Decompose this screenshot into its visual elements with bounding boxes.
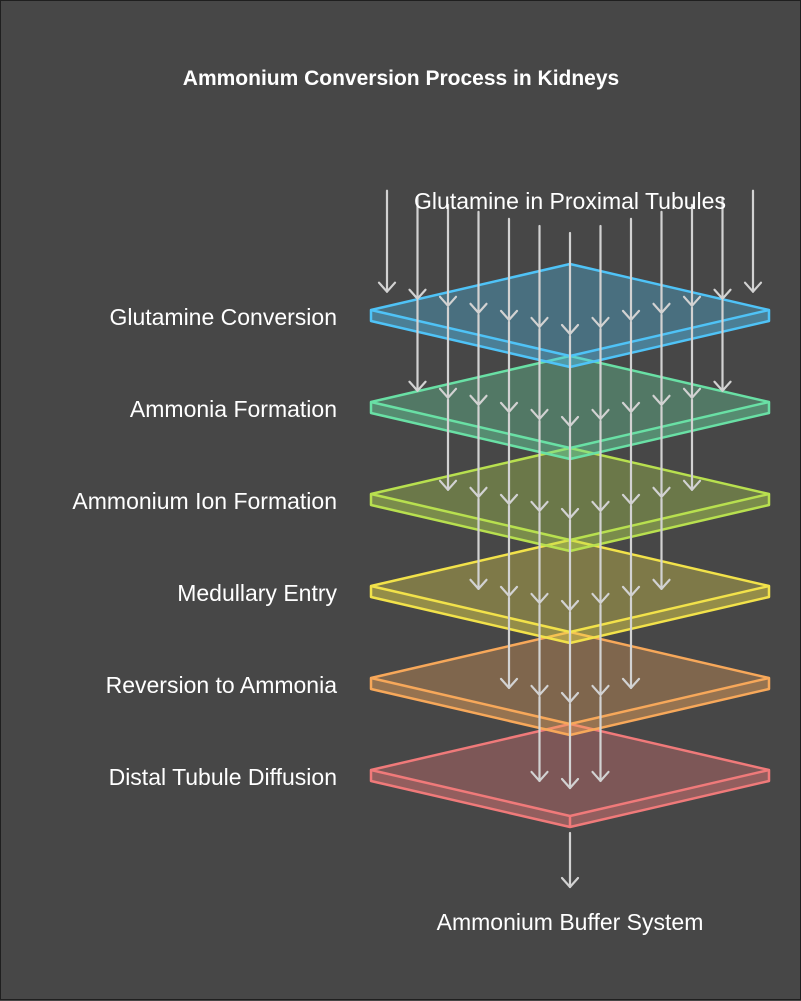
down-arrow (438, 398, 458, 491)
down-arrow (530, 511, 549, 605)
down-arrow (469, 210, 488, 314)
down-arrow (499, 596, 519, 689)
down-arrow (560, 231, 580, 336)
layer-left-side (371, 770, 570, 827)
down-arrow (438, 203, 458, 307)
down-arrow (591, 603, 610, 697)
layer-label-reversion-to-ammonia: Reversion to Ammonia (106, 672, 338, 698)
layer-right-side (570, 678, 769, 735)
down-arrow (652, 405, 671, 498)
down-arrow (591, 224, 610, 329)
down-arrow (591, 511, 610, 605)
down-arrow (499, 412, 519, 505)
down-arrow (591, 695, 610, 783)
layer-right-side (570, 310, 769, 367)
layer-label-glutamine-conversion: Glutamine Conversion (109, 304, 337, 330)
input-label: Glutamine in Proximal Tubules (414, 188, 726, 214)
layer-label-distal-tubule-diffusion: Distal Tubule Diffusion (109, 764, 337, 790)
down-arrow (499, 504, 519, 597)
arrows-group (377, 189, 763, 889)
down-arrow (682, 306, 702, 399)
down-arrow (652, 497, 671, 590)
down-arrow (408, 299, 427, 392)
down-arrow (560, 426, 580, 520)
down-arrow (469, 313, 488, 406)
down-arrow (530, 224, 549, 329)
down-arrow (560, 702, 580, 790)
down-arrow (469, 405, 488, 498)
down-arrow (591, 419, 610, 513)
down-arrow (530, 327, 549, 421)
down-arrow (713, 196, 732, 300)
layer-right-side (570, 770, 769, 827)
down-arrow (621, 320, 641, 413)
down-arrow (560, 831, 580, 889)
down-arrow (621, 412, 641, 505)
diagram-title: Ammonium Conversion Process in Kidneys (183, 67, 619, 90)
down-arrow (621, 504, 641, 597)
down-arrow (530, 419, 549, 513)
layer-left-side (371, 494, 570, 551)
down-arrow (560, 518, 580, 612)
down-arrow (652, 210, 671, 314)
down-arrow (530, 695, 549, 783)
down-arrow (591, 327, 610, 421)
down-arrow (530, 603, 549, 697)
down-arrow (713, 299, 732, 392)
down-arrow (377, 189, 397, 293)
output-label: Ammonium Buffer System (437, 909, 704, 935)
down-arrow (438, 306, 458, 399)
layer-label-medullary-entry: Medullary Entry (177, 580, 337, 606)
layer-left-side (371, 402, 570, 459)
layer-label-ammonium-ion-formation: Ammonium Ion Formation (72, 488, 337, 514)
layer-label-ammonia-formation: Ammonia Formation (130, 396, 337, 422)
down-arrow (469, 497, 488, 590)
down-arrow (560, 334, 580, 428)
down-arrow (499, 320, 519, 413)
down-arrow (621, 217, 641, 321)
down-arrow (652, 313, 671, 406)
layer-outline (369, 722, 771, 829)
down-arrow (560, 610, 580, 704)
down-arrow (743, 189, 763, 293)
layer-right-side (570, 586, 769, 643)
down-arrow (499, 217, 519, 321)
layer-left-side (371, 310, 570, 367)
layer-right-side (570, 494, 769, 551)
layer-left-side (371, 678, 570, 735)
layer-right-side (570, 402, 769, 459)
down-arrow (682, 203, 702, 307)
down-arrow (621, 596, 641, 689)
layer-left-side (371, 586, 570, 643)
down-arrow (408, 196, 427, 300)
down-arrow (682, 398, 702, 491)
